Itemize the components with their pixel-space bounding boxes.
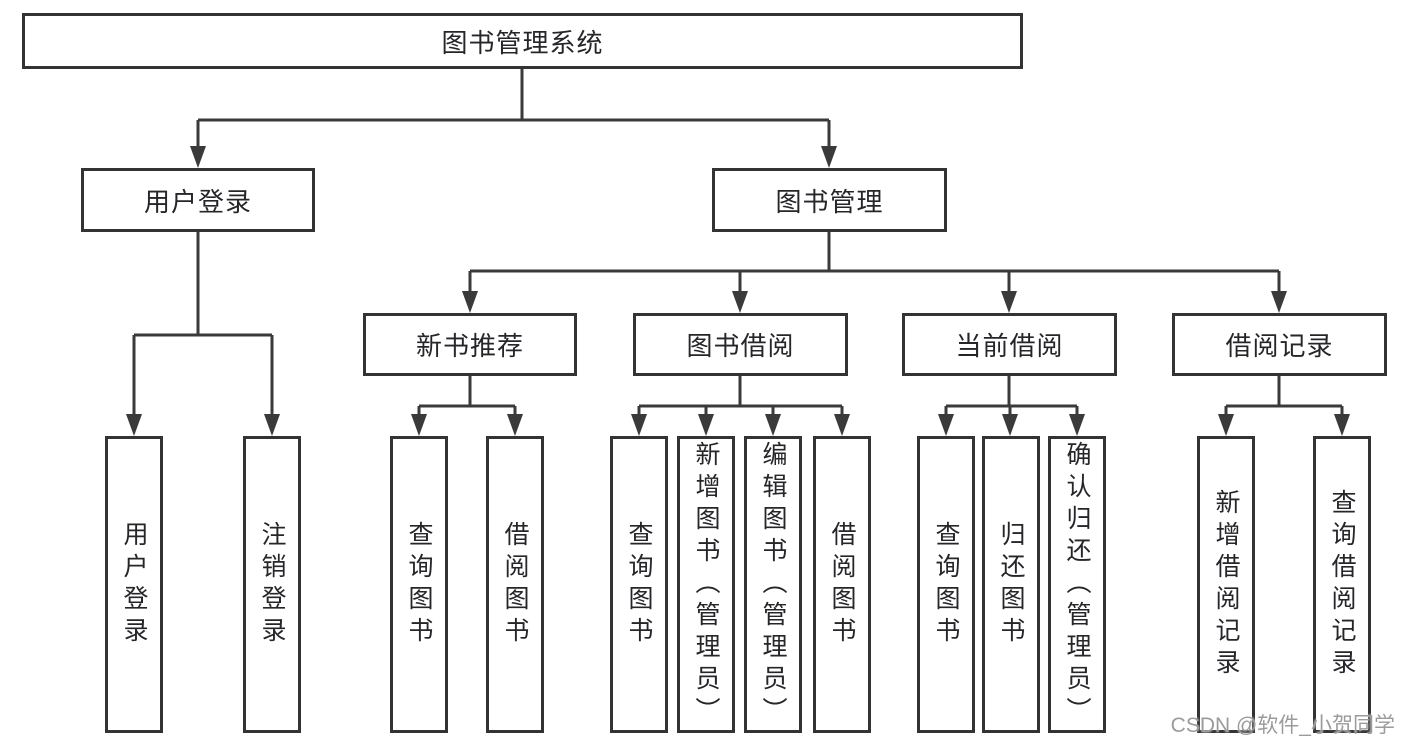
node-root-system: 图书管理系统 <box>22 13 1023 69</box>
node-new-book-recommend: 新书推荐 <box>363 313 577 376</box>
leaf-edit-books-admin: 编辑图书（管理员） <box>744 436 802 733</box>
leaf-borrow-books-2: 借阅图书 <box>813 436 871 733</box>
leaf-query-books-3: 查询图书 <box>917 436 975 733</box>
leaf-add-borrow-record: 新增借阅记录 <box>1197 436 1255 733</box>
leaf-query-books-2: 查询图书 <box>610 436 668 733</box>
leaf-user-login: 用户登录 <box>105 436 163 733</box>
leaf-query-borrow-record: 查询借阅记录 <box>1313 436 1371 733</box>
leaf-return-books: 归还图书 <box>982 436 1040 733</box>
leaf-add-books-admin: 新增图书（管理员） <box>677 436 735 733</box>
node-book-borrowing: 图书借阅 <box>633 313 848 376</box>
arrowheads <box>126 146 1350 436</box>
leaf-confirm-return-admin: 确认归还（管理员） <box>1048 436 1106 733</box>
leaf-logout: 注销登录 <box>243 436 301 733</box>
leaf-query-books-1: 查询图书 <box>390 436 448 733</box>
leaf-borrow-books-1: 借阅图书 <box>486 436 544 733</box>
node-borrowing-records: 借阅记录 <box>1172 313 1387 376</box>
node-current-borrowing: 当前借阅 <box>902 313 1117 376</box>
csdn-watermark: CSDN @软件_小贺同学 <box>1170 714 1395 737</box>
node-user-login-branch: 用户登录 <box>81 168 315 232</box>
node-book-management-branch: 图书管理 <box>712 168 947 232</box>
